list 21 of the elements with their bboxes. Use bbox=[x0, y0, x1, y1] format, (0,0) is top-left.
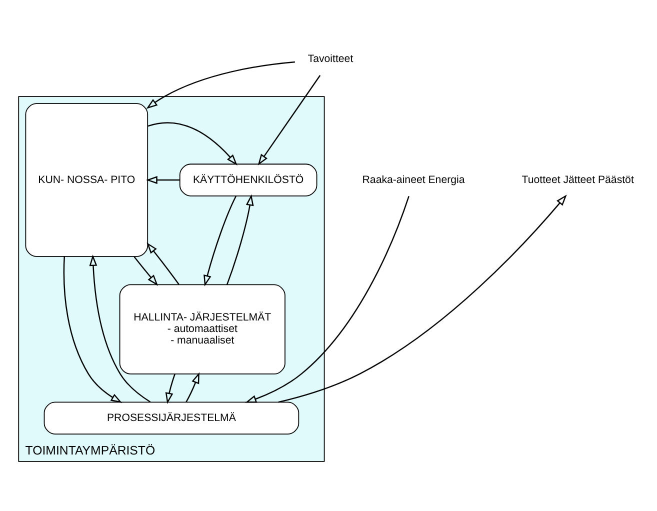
arrow bbox=[146, 60, 295, 108]
arrow bbox=[148, 122, 238, 165]
node-box: KÄYTTÖHENKILÖSTÖ bbox=[179, 163, 318, 196]
arrow bbox=[258, 74, 321, 165]
arrow bbox=[186, 372, 200, 402]
node-text: Tavoitteet bbox=[308, 52, 354, 65]
node-box: KUN- NOSSA- PITO bbox=[25, 102, 148, 256]
arrow bbox=[63, 256, 122, 402]
arrow bbox=[134, 256, 158, 286]
node-box: HALLINTA- JÄRJESTELMÄT - automaattiset - manuaaliset bbox=[119, 284, 286, 374]
node-box: PROSESSIJÄRJESTELMÄ bbox=[44, 401, 300, 434]
arrow bbox=[204, 195, 237, 286]
arrow bbox=[146, 176, 180, 184]
arrow bbox=[146, 242, 180, 284]
arrow bbox=[278, 194, 567, 402]
arrow bbox=[245, 195, 410, 402]
arrow bbox=[165, 373, 176, 404]
node-text: Raaka-aineet Energia bbox=[362, 173, 465, 186]
arrow bbox=[226, 194, 254, 284]
arrow bbox=[89, 254, 151, 402]
node-text: Tuotteet Jätteet Päästöt bbox=[522, 173, 634, 186]
